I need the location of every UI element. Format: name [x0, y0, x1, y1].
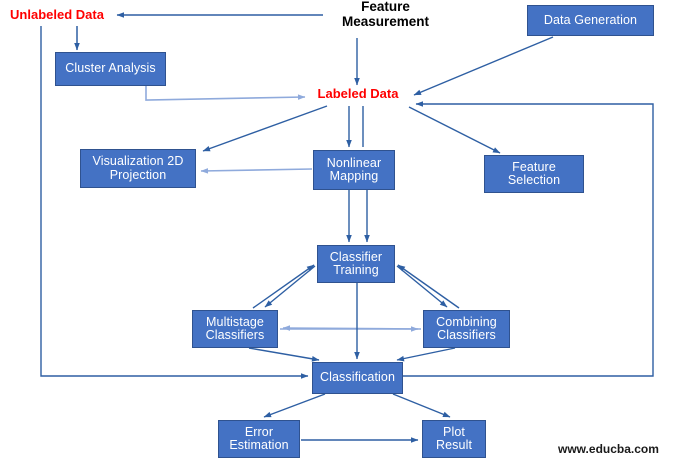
- edge-multistage-classifiers-to-classification: [248, 347, 320, 362]
- edge-combining-classifiers-to-classification: [396, 347, 456, 362]
- edge-nonlinear-mapping-to-visualization-2d: [200, 168, 313, 174]
- edge-data-generation-to-labeled-data: [413, 36, 554, 96]
- labeled-data-label: Labeled Data: [317, 86, 399, 101]
- edge-combining-classifiers-to-classifier-training: [397, 264, 460, 309]
- node-plot-result[interactable]: Plot Result: [422, 420, 486, 458]
- edge-labeled-data-to-visualization-2d: [202, 105, 328, 152]
- edge-classification-to-plot-result: [392, 393, 451, 418]
- node-data-generation[interactable]: Data Generation: [527, 5, 654, 36]
- node-feature-selection[interactable]: Feature Selection: [484, 155, 584, 193]
- node-multistage-classifiers[interactable]: Multistage Classifiers: [192, 310, 278, 348]
- node-nonlinear-mapping[interactable]: Nonlinear Mapping: [313, 150, 395, 190]
- edge-labeled-data-to-feature-selection: [408, 106, 501, 154]
- edge-multistage-classifiers-to-classifier-training: [252, 264, 315, 309]
- edge-classifier-training-to-multistage-classifiers: [264, 265, 316, 308]
- node-cluster-analysis[interactable]: Cluster Analysis: [55, 52, 166, 86]
- edge-unlabeled-data-feedback-to-classification: [40, 26, 309, 379]
- node-classification[interactable]: Classification: [312, 362, 403, 394]
- edge-classification-feedback-to-labeled-data: [403, 101, 654, 377]
- edge-cluster-analysis-to-labeled-data: [145, 86, 306, 101]
- node-classifier-training[interactable]: Classifier Training: [317, 245, 395, 283]
- node-error-estimation[interactable]: Error Estimation: [218, 420, 300, 458]
- node-combining-classifiers[interactable]: Combining Classifiers: [423, 310, 510, 348]
- edge-classifier-training-to-combining-classifiers: [396, 265, 448, 308]
- node-visualization-2d-projection[interactable]: Visualization 2D Projection: [80, 149, 196, 188]
- unlabeled-data-label: Unlabeled Data: [10, 7, 104, 22]
- feature-measurement-label: Feature Measurement: [341, 0, 430, 29]
- watermark-text: www.educba.com: [558, 442, 659, 456]
- edge-classification-to-error-estimation: [263, 393, 326, 418]
